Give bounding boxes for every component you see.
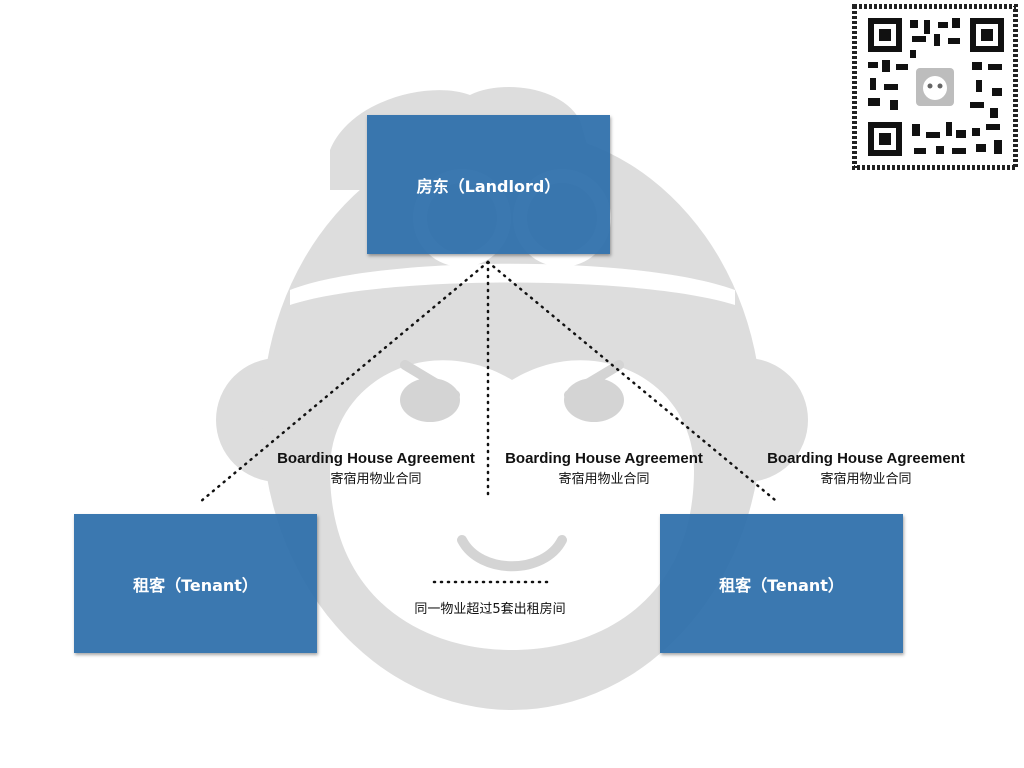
edge-label-en: Boarding House Agreement xyxy=(277,450,475,467)
tenant-left-label: 租客（Tenant） xyxy=(133,575,258,595)
connector-landlord-to-right-tenant xyxy=(486,260,777,502)
edge-label-en: Boarding House Agreement xyxy=(767,450,965,467)
note-label: 同一物业超过5套出租房间 xyxy=(414,602,566,617)
tenant-node-left: 租客（Tenant） xyxy=(74,514,317,653)
edge-label-right: Boarding House Agreement 寄宿用物业合同 xyxy=(760,448,972,490)
edge-label-left: Boarding House Agreement 寄宿用物业合同 xyxy=(270,448,482,490)
qr-code-icon xyxy=(852,4,1018,170)
edge-label-zh: 寄宿用物业合同 xyxy=(820,472,912,487)
landlord-label: 房东（Landlord） xyxy=(416,176,561,196)
landlord-node: 房东（Landlord） xyxy=(367,115,610,254)
edge-label-zh: 寄宿用物业合同 xyxy=(330,472,422,487)
tenant-right-label: 租客（Tenant） xyxy=(719,575,844,595)
edge-label-zh: 寄宿用物业合同 xyxy=(558,472,650,487)
edge-label-center: Boarding House Agreement 寄宿用物业合同 xyxy=(498,448,710,490)
edge-label-en: Boarding House Agreement xyxy=(505,450,703,467)
tenant-node-right: 租客（Tenant） xyxy=(660,514,903,653)
connector-landlord-to-left-tenant xyxy=(198,260,490,504)
